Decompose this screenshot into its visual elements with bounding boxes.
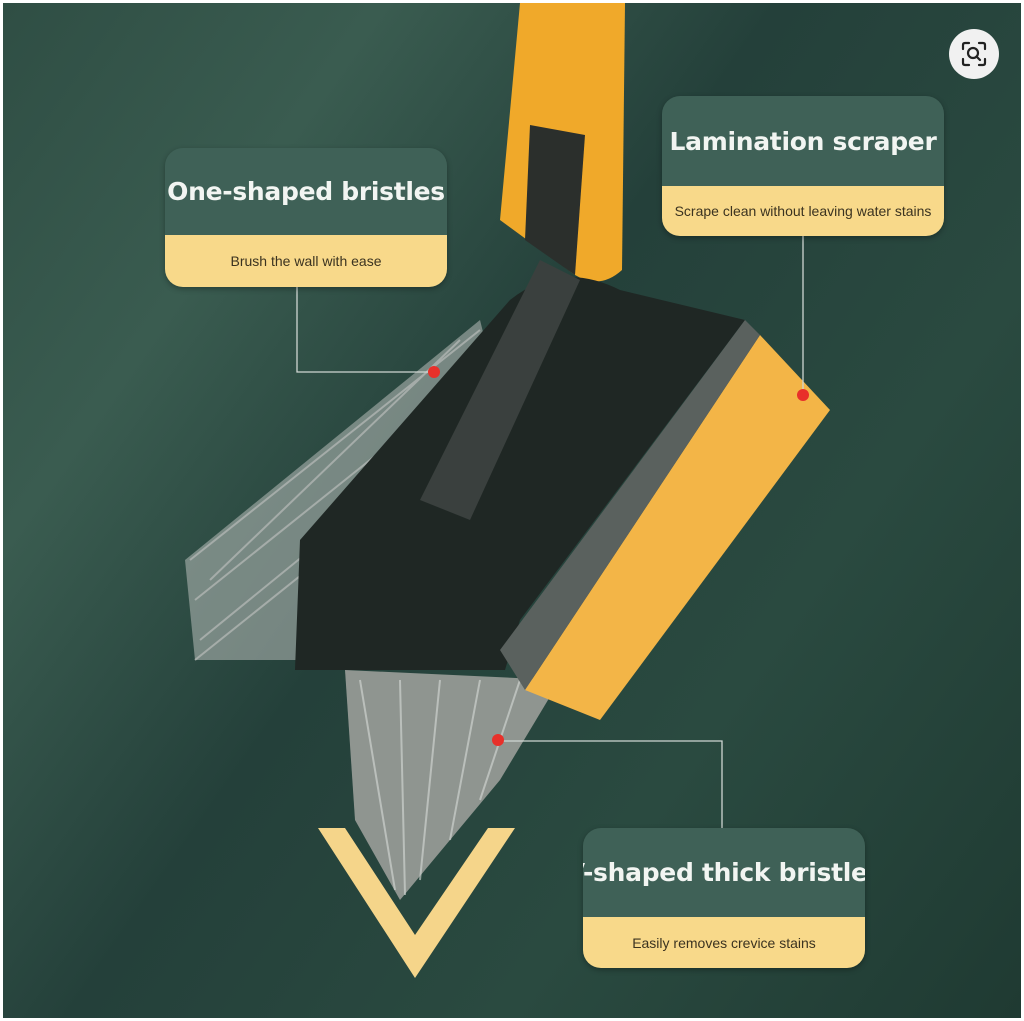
callout-subtitle: Easily removes crevice stains bbox=[583, 917, 865, 968]
callout-one-shaped-bristles: One-shaped bristles Brush the wall with … bbox=[165, 148, 447, 287]
brush-illustration bbox=[185, 3, 830, 978]
callout-v-shaped-bristles: V-shaped thick bristles Easily removes c… bbox=[583, 828, 865, 968]
callout-dots bbox=[428, 366, 809, 746]
callout-subtitle: Scrape clean without leaving water stain… bbox=[662, 186, 944, 236]
callout-title: One-shaped bristles bbox=[165, 148, 447, 235]
brush-head bbox=[295, 277, 745, 670]
visual-search-button[interactable] bbox=[949, 29, 999, 79]
v-arrow-icon bbox=[318, 828, 515, 978]
product-image: One-shaped bristles Brush the wall with … bbox=[3, 3, 1021, 1018]
v-shaped-bristles bbox=[345, 670, 560, 900]
callout-title: V-shaped thick bristles bbox=[583, 828, 865, 917]
visual-search-icon bbox=[961, 41, 987, 67]
callout-lamination-scraper: Lamination scraper Scrape clean without … bbox=[662, 96, 944, 236]
scraper bbox=[525, 335, 830, 720]
callout-subtitle: Brush the wall with ease bbox=[165, 235, 447, 287]
callout-title: Lamination scraper bbox=[662, 96, 944, 186]
